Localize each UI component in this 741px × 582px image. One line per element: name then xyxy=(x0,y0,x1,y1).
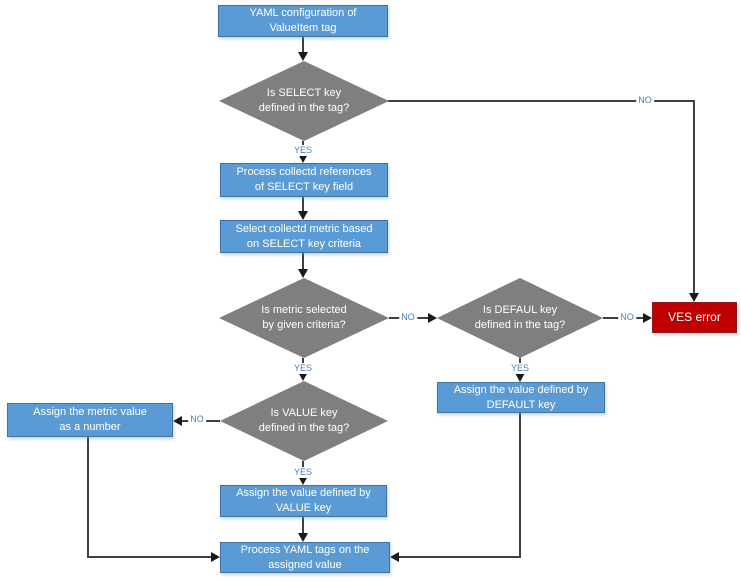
connector-assign-metric-horizontal xyxy=(87,556,211,558)
arrowhead-into-process-references xyxy=(298,154,308,163)
start-node: YAML configuration of ValueItem tag xyxy=(218,5,388,37)
arrowhead-into-default-decision xyxy=(428,313,437,323)
arrowhead-into-ves-error-top xyxy=(689,293,699,302)
connector-assign-default-vertical xyxy=(519,413,521,558)
arrowhead-into-assign-value xyxy=(298,476,308,485)
value-key-decision: Is VALUE key defined in the tag? xyxy=(220,381,388,461)
connector-assign-default-horizontal xyxy=(399,556,521,558)
process-references-node: Process collectd references of SELECT ke… xyxy=(220,163,388,197)
arrowhead-into-select-metric xyxy=(298,211,308,220)
edge-label-value-yes: YES xyxy=(291,467,315,478)
select-metric-node: Select collectd metric based on SELECT k… xyxy=(220,220,388,253)
arrowhead-into-process-tags-right xyxy=(390,552,399,562)
default-key-decision: Is DEFAUL key defined in the tag? xyxy=(437,278,603,358)
select-key-decision: Is SELECT key defined in the tag? xyxy=(219,61,389,141)
ves-error-node: VES error xyxy=(652,302,737,333)
connector-start-to-select-decision xyxy=(302,37,304,53)
edge-label-metric-yes: YES xyxy=(291,363,315,374)
process-yaml-tags-node: Process YAML tags on the assigned value xyxy=(220,542,390,573)
arrowhead-into-process-tags-left xyxy=(211,552,220,562)
metric-selected-decision: Is metric selected by given criteria? xyxy=(219,278,389,358)
arrowhead-into-metric-decision xyxy=(298,269,308,278)
connector-assign-metric-vertical xyxy=(87,437,89,558)
connector-select-metric-to-metric-decision xyxy=(302,253,304,270)
connector-select-no-horizontal xyxy=(388,100,694,102)
edge-label-default-yes: YES xyxy=(508,363,532,374)
connector-select-no-vertical xyxy=(693,100,695,294)
edge-label-select-yes: YES xyxy=(291,145,315,156)
assign-value-key-node: Assign the value defined by VALUE key xyxy=(220,485,387,517)
connector-assign-value-to-process-tags xyxy=(302,517,304,534)
edge-label-value-no: NO xyxy=(188,414,206,425)
arrowhead-into-process-tags-top xyxy=(298,533,308,542)
edge-label-select-no: NO xyxy=(636,95,654,106)
arrowhead-into-assign-default xyxy=(515,373,525,382)
arrowhead-into-ves-error-left xyxy=(643,313,652,323)
edge-label-default-no: NO xyxy=(618,312,636,323)
arrowhead-into-select-decision xyxy=(298,52,308,61)
edge-label-metric-no: NO xyxy=(399,312,417,323)
arrowhead-into-value-decision xyxy=(298,372,308,381)
arrowhead-into-assign-metric xyxy=(173,416,182,426)
assign-metric-value-node: Assign the metric value as a number xyxy=(7,403,173,437)
connector-references-to-select-metric xyxy=(302,197,304,212)
assign-default-value-node: Assign the value defined by DEFAULT key xyxy=(437,382,605,413)
